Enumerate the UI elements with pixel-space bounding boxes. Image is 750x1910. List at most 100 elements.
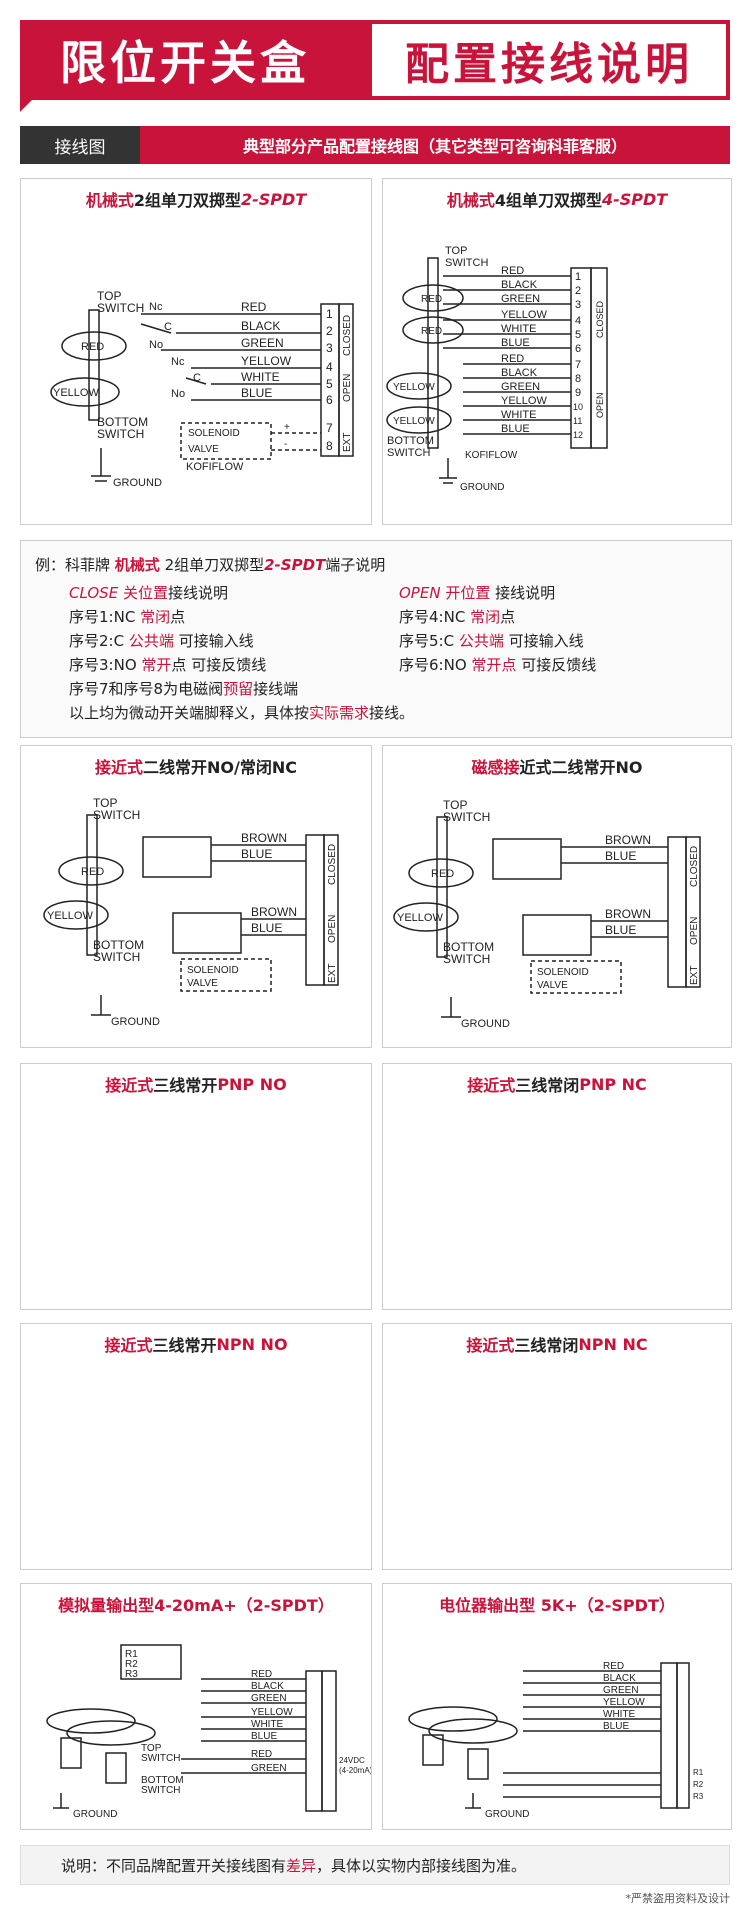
label-nc: Nc bbox=[171, 356, 185, 368]
label-top: TOP bbox=[141, 1743, 162, 1754]
banner-title-left: 限位开关盒 bbox=[60, 36, 310, 90]
svg-text:5: 5 bbox=[575, 329, 581, 341]
text: 开位置 bbox=[440, 584, 491, 602]
label-switch: SWITCH bbox=[443, 810, 490, 824]
banner-title-right: 配置接线说明 bbox=[372, 24, 726, 96]
svg-text:12: 12 bbox=[573, 430, 583, 440]
wire-label: BROWN bbox=[241, 831, 287, 845]
label-yellow: YELLOW bbox=[53, 387, 99, 399]
svg-text:7: 7 bbox=[575, 359, 581, 371]
card-title-suf: PNP NO bbox=[217, 1074, 287, 1094]
wire-label: RED bbox=[501, 265, 524, 277]
diagram-npn-nc bbox=[382, 1363, 732, 1570]
label-red: RED bbox=[421, 294, 442, 305]
card-title-suf: 4-SPDT bbox=[601, 189, 668, 209]
wire-label: BROWN bbox=[605, 907, 651, 921]
label-bottom: BOTTOM bbox=[141, 1775, 184, 1786]
label-r1: R1 bbox=[125, 1649, 138, 1660]
wire-label: RED bbox=[241, 300, 267, 314]
card-title-mid: 三线常开 bbox=[152, 1336, 217, 1355]
diagram-pnp-no bbox=[20, 1103, 372, 1310]
diagram-potentiometer: RED BLACK GREEN YELLOW WHITE BLUE R1 R2 … bbox=[382, 1623, 732, 1830]
wire-label: RED bbox=[603, 1661, 624, 1672]
label-c: C bbox=[193, 372, 201, 384]
svg-text:1: 1 bbox=[575, 271, 581, 283]
diagram-analog: R1 R2 R3 RED BLACK GREEN YELLOW WHITE BL… bbox=[20, 1623, 372, 1830]
label-yellow: YELLOW bbox=[47, 910, 93, 922]
label-ground: GROUND bbox=[460, 482, 504, 493]
wiring-diagram: TOP SWITCH RED YELLOW BOTTOM SWITCH GROU… bbox=[43, 796, 339, 1028]
svg-text:2: 2 bbox=[326, 324, 333, 338]
terminal-example-panel: 例：科菲牌 机械式 2组单刀双掷型2-SPDT端子说明 CLOSE 关位置接线说… bbox=[20, 540, 732, 738]
wire-label: BLUE bbox=[605, 849, 636, 863]
wire-label: RED bbox=[251, 1669, 272, 1680]
wire-label: BLUE bbox=[501, 337, 530, 349]
label-ma: (4-20mA) bbox=[339, 1766, 371, 1775]
text: 接线。 bbox=[369, 704, 415, 722]
text: 例：科菲牌 bbox=[35, 556, 115, 574]
text: 可接输入线 bbox=[503, 632, 584, 650]
wiring-diagram: TOP SWITCH RED RED YELLOW YELLOW BOTTOM … bbox=[386, 245, 608, 493]
label-open: OPEN bbox=[342, 374, 353, 402]
card-title-pre: 接近式 bbox=[104, 1336, 153, 1355]
label-ground: GROUND bbox=[73, 1809, 117, 1820]
section-title: 典型部分产品配置接线图（其它类型可咨询科菲客服） bbox=[140, 126, 730, 164]
footer-note: 说明：不同品牌配置开关接线图有差异，具体以实物内部接线图为准。 bbox=[20, 1845, 730, 1885]
svg-text:4: 4 bbox=[326, 360, 333, 374]
wire-label: GREEN bbox=[241, 336, 284, 350]
wire-label: BLUE bbox=[603, 1721, 629, 1732]
text: 序号7和序号8为电磁阀 bbox=[69, 680, 224, 698]
wire-label: RED bbox=[501, 353, 524, 365]
wire-label: BROWN bbox=[251, 905, 297, 919]
diagram-mech-4spdt: TOP SWITCH RED RED YELLOW YELLOW BOTTOM … bbox=[382, 218, 732, 525]
label-r2: R2 bbox=[693, 1780, 704, 1789]
wire-label: BLACK bbox=[251, 1681, 284, 1692]
wire-label: GREEN bbox=[603, 1685, 639, 1696]
diagram-mech-2spdt: TOP SWITCH RED YELLOW BOTTOM SWITCH GROU… bbox=[20, 218, 372, 525]
wire-label: BLACK bbox=[603, 1673, 636, 1684]
label-bottom: BOTTOM bbox=[93, 938, 144, 952]
card-title-suf: PNP NC bbox=[579, 1074, 647, 1094]
card-title-mid: 近式二线常开NO bbox=[519, 758, 643, 777]
open-heading: OPEN 开位置 接线说明 bbox=[399, 581, 555, 606]
svg-text:11: 11 bbox=[573, 416, 582, 426]
text: 点 bbox=[170, 608, 186, 626]
text: 说明：不同品牌配置开关接线图有 bbox=[61, 1856, 287, 1875]
label-yellow: YELLOW bbox=[397, 912, 443, 924]
terminal-5: 序号5:C 公共端 可接输入线 bbox=[399, 629, 584, 654]
wire-label: GREEN bbox=[251, 1763, 287, 1774]
text: 序号1:NC bbox=[69, 608, 141, 626]
label-valve: VALVE bbox=[188, 444, 219, 455]
text: OPEN bbox=[399, 584, 441, 602]
label-r3: R3 bbox=[125, 1669, 138, 1680]
label-r2: R2 bbox=[125, 1659, 138, 1670]
text: ，具体以实物内部接线图为准。 bbox=[316, 1856, 527, 1875]
text: 差异 bbox=[286, 1856, 317, 1875]
label-solenoid: SOLENOID bbox=[188, 428, 240, 439]
label-r3: R3 bbox=[693, 1792, 704, 1801]
label-switch: SWITCH bbox=[443, 952, 490, 966]
label-top: TOP bbox=[443, 798, 467, 812]
card-title-pre: 接近式 bbox=[466, 1336, 515, 1355]
label-solenoid: SOLENOID bbox=[187, 965, 239, 976]
label-ground: GROUND bbox=[485, 1809, 529, 1820]
wiring-diagram: TOP SWITCH RED YELLOW BOTTOM SWITCH GROU… bbox=[50, 289, 354, 489]
label-nc: Nc bbox=[149, 301, 163, 313]
diagram-npn-no bbox=[20, 1363, 372, 1570]
terminal-4: 序号4:NC 常闭点 bbox=[399, 605, 515, 630]
terminal-2: 序号2:C 公共端 可接输入线 bbox=[69, 629, 254, 654]
card-title-pre: 模拟量输出型4-20mA+（2-SPDT） bbox=[58, 1596, 334, 1615]
card-title-suf: NPN NO bbox=[216, 1334, 288, 1354]
label-switch: SWITCH bbox=[97, 427, 144, 441]
label-valve: VALVE bbox=[537, 980, 568, 991]
text: 可接反馈线 bbox=[516, 656, 597, 674]
card-title-mid: 二线常开NO/常闭NC bbox=[143, 758, 297, 777]
text: 端子说明 bbox=[325, 556, 386, 574]
text: 常闭 bbox=[140, 608, 171, 626]
text: 序号6:NO bbox=[399, 656, 472, 674]
wire-label: RED bbox=[251, 1749, 272, 1760]
text: 公共端 bbox=[458, 632, 504, 650]
